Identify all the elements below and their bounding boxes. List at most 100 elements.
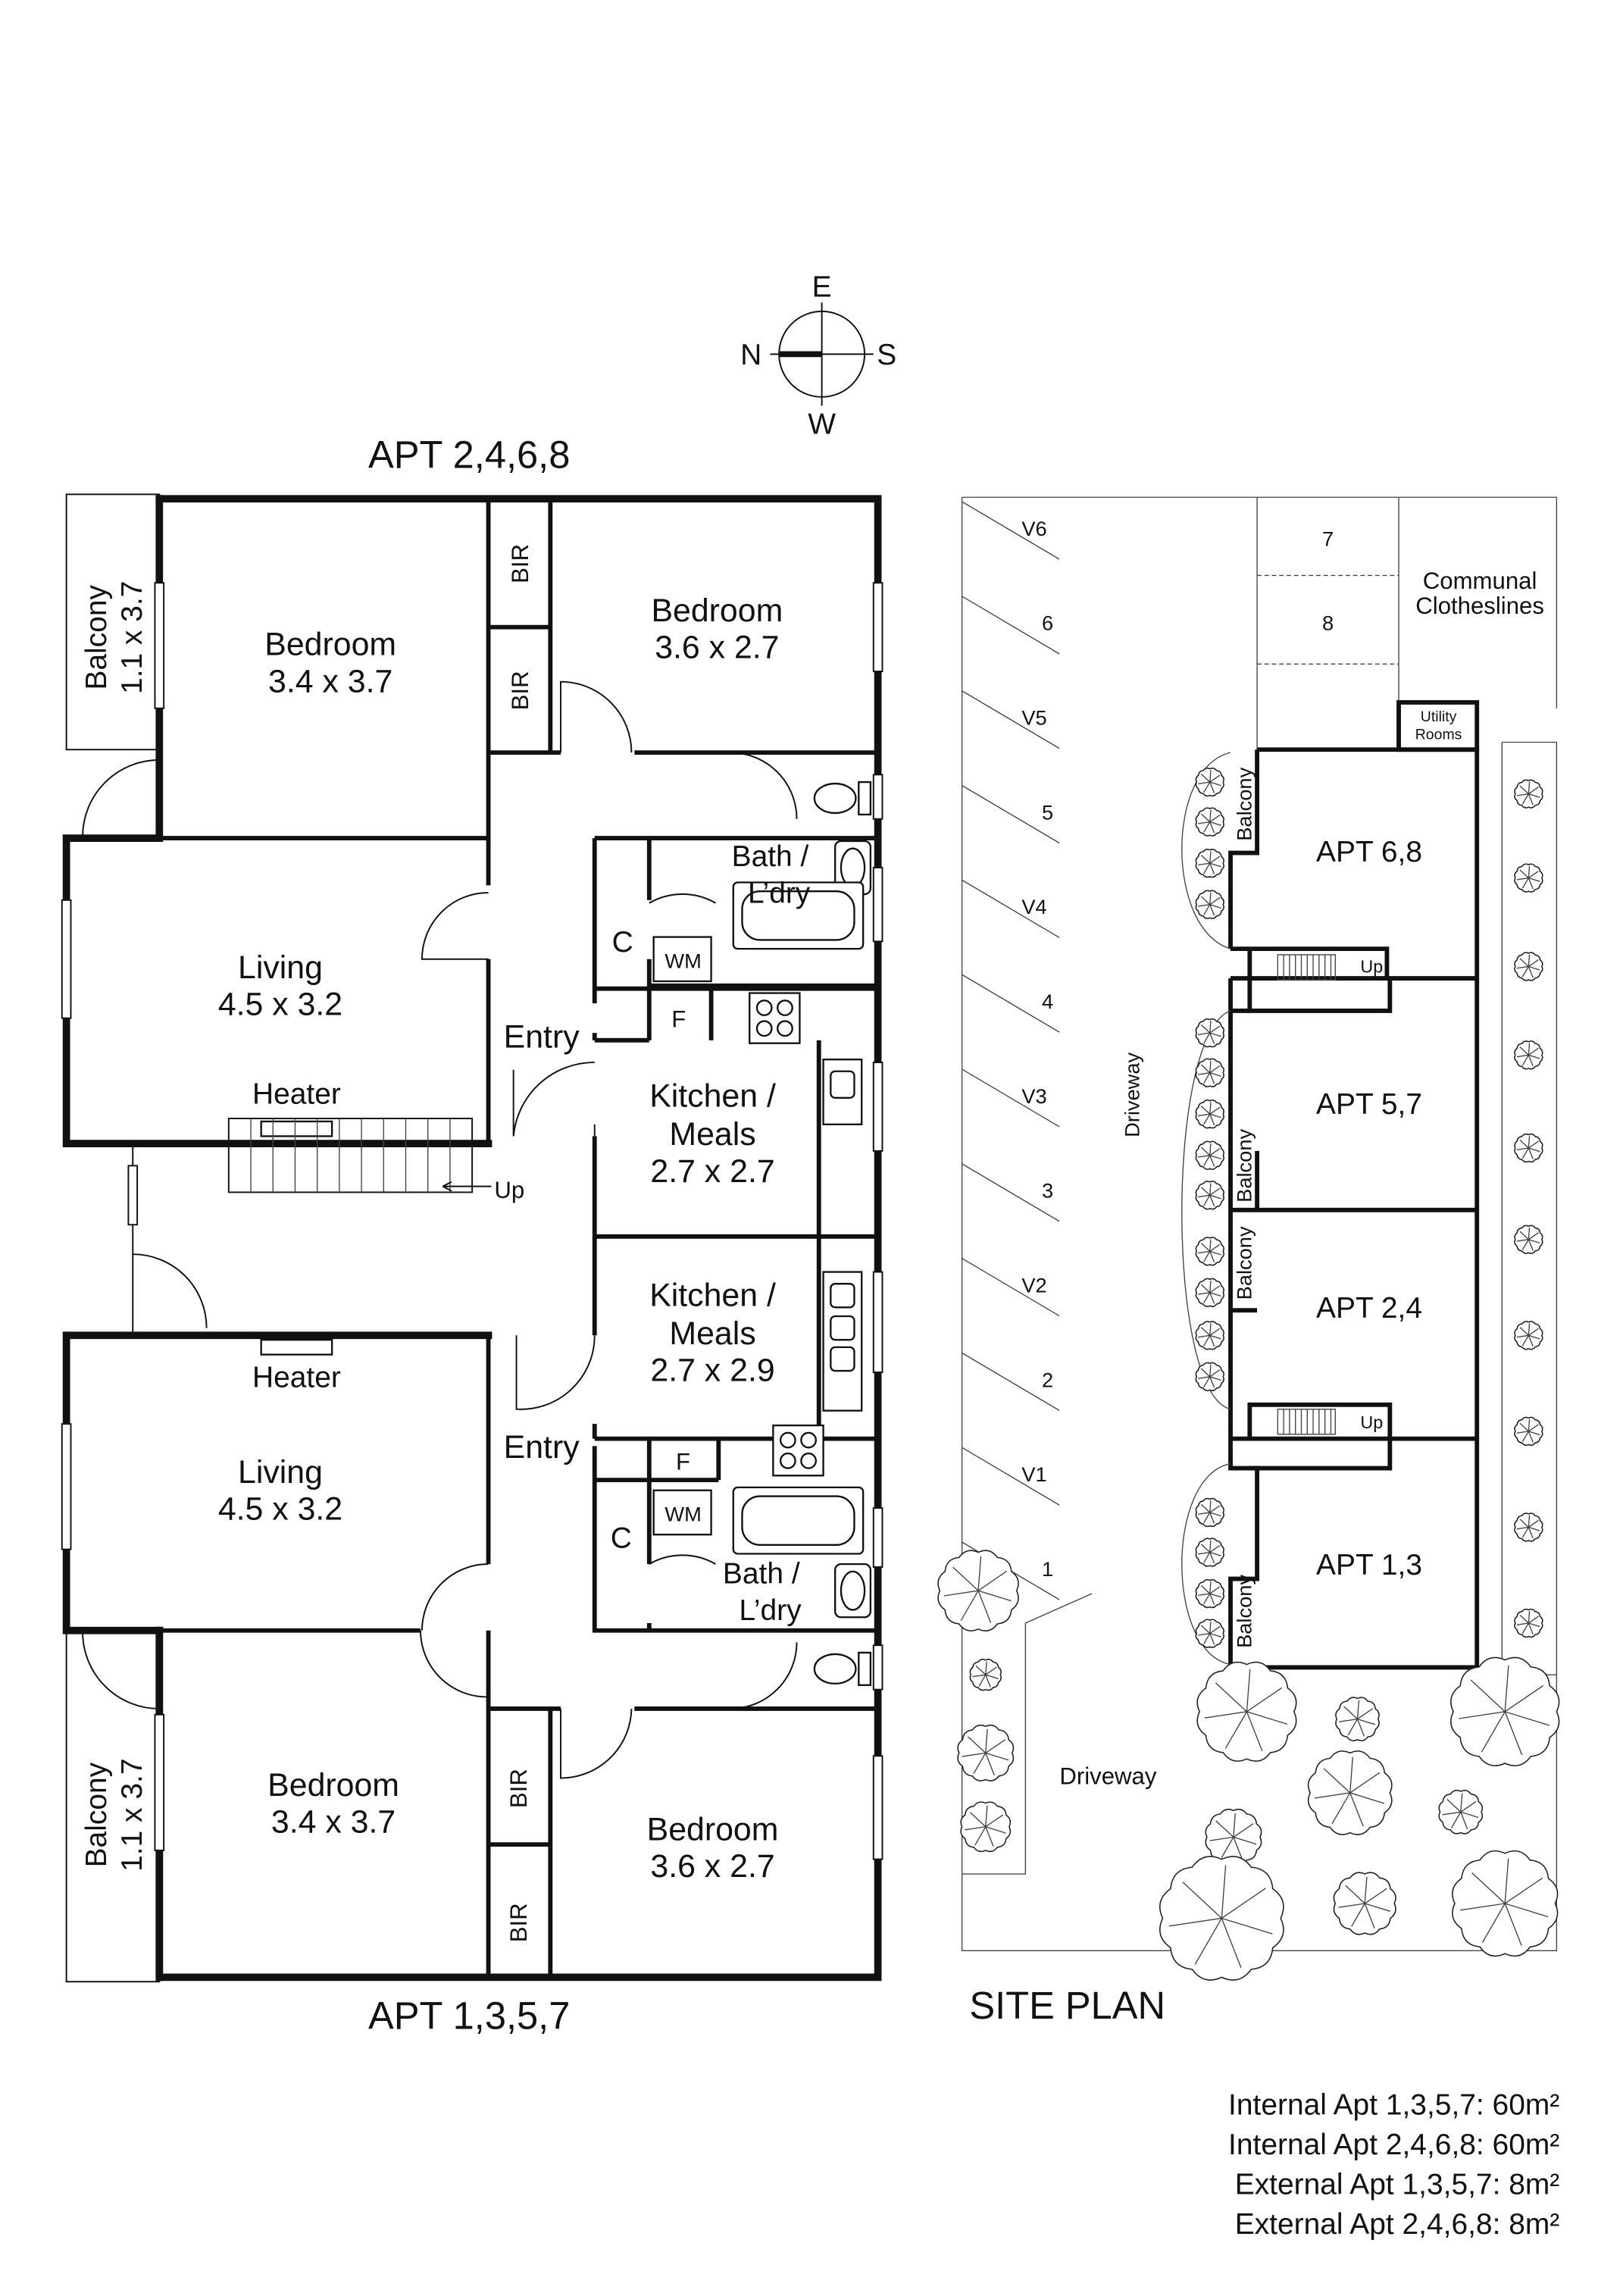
parking-bay-label: 4	[1042, 990, 1053, 1013]
bedroom-size: 3.4 x 3.7	[271, 1804, 396, 1841]
driveway-label: Driveway	[1120, 1053, 1143, 1137]
apt-6-8-label: APT 6,8	[1316, 836, 1422, 868]
parking-bay-line	[962, 1258, 1060, 1317]
lot-8: 8	[1322, 612, 1334, 635]
clotheslines-label: Clotheslines	[1415, 593, 1544, 619]
balcony-size: 1.1 x 3.7	[116, 581, 149, 694]
tree-icon	[1514, 1608, 1543, 1638]
tree-icon	[969, 1659, 1002, 1691]
tree-icon	[1333, 1872, 1396, 1935]
compass-icon: E N S W	[740, 271, 896, 440]
bedroom-label: Bedroom	[651, 593, 783, 629]
heater-label: Heater	[252, 1361, 341, 1394]
tree-icon	[1514, 1512, 1543, 1542]
tree-icon	[1195, 1362, 1224, 1391]
parking-bay-label: V2	[1021, 1273, 1046, 1297]
bedroom-label: Bedroom	[647, 1811, 779, 1847]
site-plan-title: SITE PLAN	[969, 1984, 1165, 2027]
compass-north: N	[740, 339, 761, 371]
washing-machine-label: WM	[665, 1503, 701, 1526]
balcony-label: Balcony	[1232, 1575, 1256, 1648]
living-label: Living	[238, 949, 323, 986]
laundry-label: L’dry	[748, 877, 811, 910]
tree-icon	[1195, 1537, 1224, 1567]
tree-icon	[1514, 1225, 1543, 1254]
parking-bay-line	[962, 1163, 1060, 1222]
tree-icon	[1195, 1181, 1224, 1210]
parking-bay-label: V5	[1021, 706, 1046, 730]
tree-icon	[1195, 1497, 1224, 1528]
tree-icon	[1195, 1018, 1224, 1048]
balcony-label: Balcony	[1232, 1129, 1256, 1203]
compass-south: S	[877, 339, 896, 371]
parking-bay-line	[962, 1352, 1060, 1412]
parking-bay-label: 3	[1042, 1179, 1053, 1203]
stairs	[227, 1118, 492, 1193]
parking-bay-line	[962, 784, 1060, 844]
compass-west: W	[808, 408, 836, 441]
living-label: Living	[238, 1454, 323, 1491]
balcony-size: 1.1 x 3.7	[116, 1758, 149, 1871]
living-size: 4.5 x 3.2	[218, 987, 342, 1023]
tree-icon	[1195, 1619, 1224, 1648]
tree-icon	[1195, 1140, 1224, 1170]
tree-icon	[1514, 952, 1543, 981]
parking-bay-line	[962, 1447, 1060, 1506]
balcony-label: Balcony	[80, 584, 113, 690]
parking-bay-label: V3	[1021, 1084, 1046, 1108]
bath-label: Bath /	[723, 1557, 800, 1590]
parking-bay-label: V1	[1021, 1462, 1046, 1486]
parking-bay-line	[962, 879, 1060, 938]
parking-bay-label: V4	[1021, 895, 1046, 918]
tree-icon	[1514, 1133, 1543, 1163]
tree-icon	[1195, 890, 1224, 919]
bedroom-size: 3.6 x 2.7	[650, 1848, 774, 1885]
area-line: External Apt 1,3,5,7: 8m²	[1235, 2169, 1560, 2201]
compass-east: E	[812, 271, 832, 303]
stairs-up-label: Up	[1360, 956, 1383, 976]
bir-label: BIR	[507, 544, 533, 583]
parking-bay-label: 1	[1042, 1557, 1053, 1581]
parking-bay-label: 5	[1042, 800, 1053, 824]
tree-icon	[960, 1801, 1012, 1853]
entry-label: Entry	[504, 1429, 580, 1465]
driveway-label: Driveway	[1059, 1763, 1156, 1789]
tree-icon	[1195, 1100, 1224, 1129]
tree-icon	[1159, 1856, 1284, 1981]
site-plan: 7 8 Communal Clotheslines V66V55V44V33V2…	[937, 496, 1560, 2027]
upper-apartment-title: APT 2,4,6,8	[368, 433, 570, 476]
tree-icon	[1195, 849, 1224, 878]
tree-icon	[1195, 1578, 1224, 1609]
apt-5-7-label: APT 5,7	[1316, 1088, 1422, 1121]
bir-label: BIR	[507, 671, 533, 710]
tree-icon	[937, 1550, 1019, 1631]
kitchen-label: Kitchen /	[649, 1277, 776, 1313]
tree-icon	[1195, 1278, 1224, 1307]
bedroom-label: Bedroom	[264, 627, 396, 663]
bath-label: Bath /	[732, 840, 809, 873]
tree-icon	[1438, 1789, 1484, 1835]
tree-icon	[1195, 767, 1224, 797]
tree-icon	[1196, 1661, 1297, 1762]
washing-machine-label: WM	[665, 949, 701, 972]
parking-bay-line	[962, 690, 1060, 749]
balcony-label: Balcony	[80, 1762, 113, 1867]
closet-label: C	[611, 1522, 632, 1555]
living-size: 4.5 x 3.2	[218, 1491, 342, 1528]
parking-bay-line	[962, 596, 1060, 655]
trees	[937, 767, 1560, 1981]
tree-icon	[1195, 807, 1224, 837]
utility-label: Rooms	[1415, 727, 1462, 743]
tree-icon	[1514, 1040, 1543, 1070]
fridge-label: F	[676, 1449, 690, 1475]
tree-icon	[1450, 1656, 1560, 1766]
tree-icon	[1195, 1237, 1224, 1266]
tree-icon	[1452, 1850, 1559, 1957]
tree-icon	[1514, 1321, 1543, 1350]
laundry-label: L’dry	[739, 1594, 802, 1627]
tree-icon	[1514, 779, 1543, 809]
clotheslines-label: Communal	[1423, 568, 1537, 594]
apt-2-4-label: APT 2,4	[1316, 1292, 1422, 1325]
kitchen-size: 2.7 x 2.7	[650, 1153, 774, 1190]
